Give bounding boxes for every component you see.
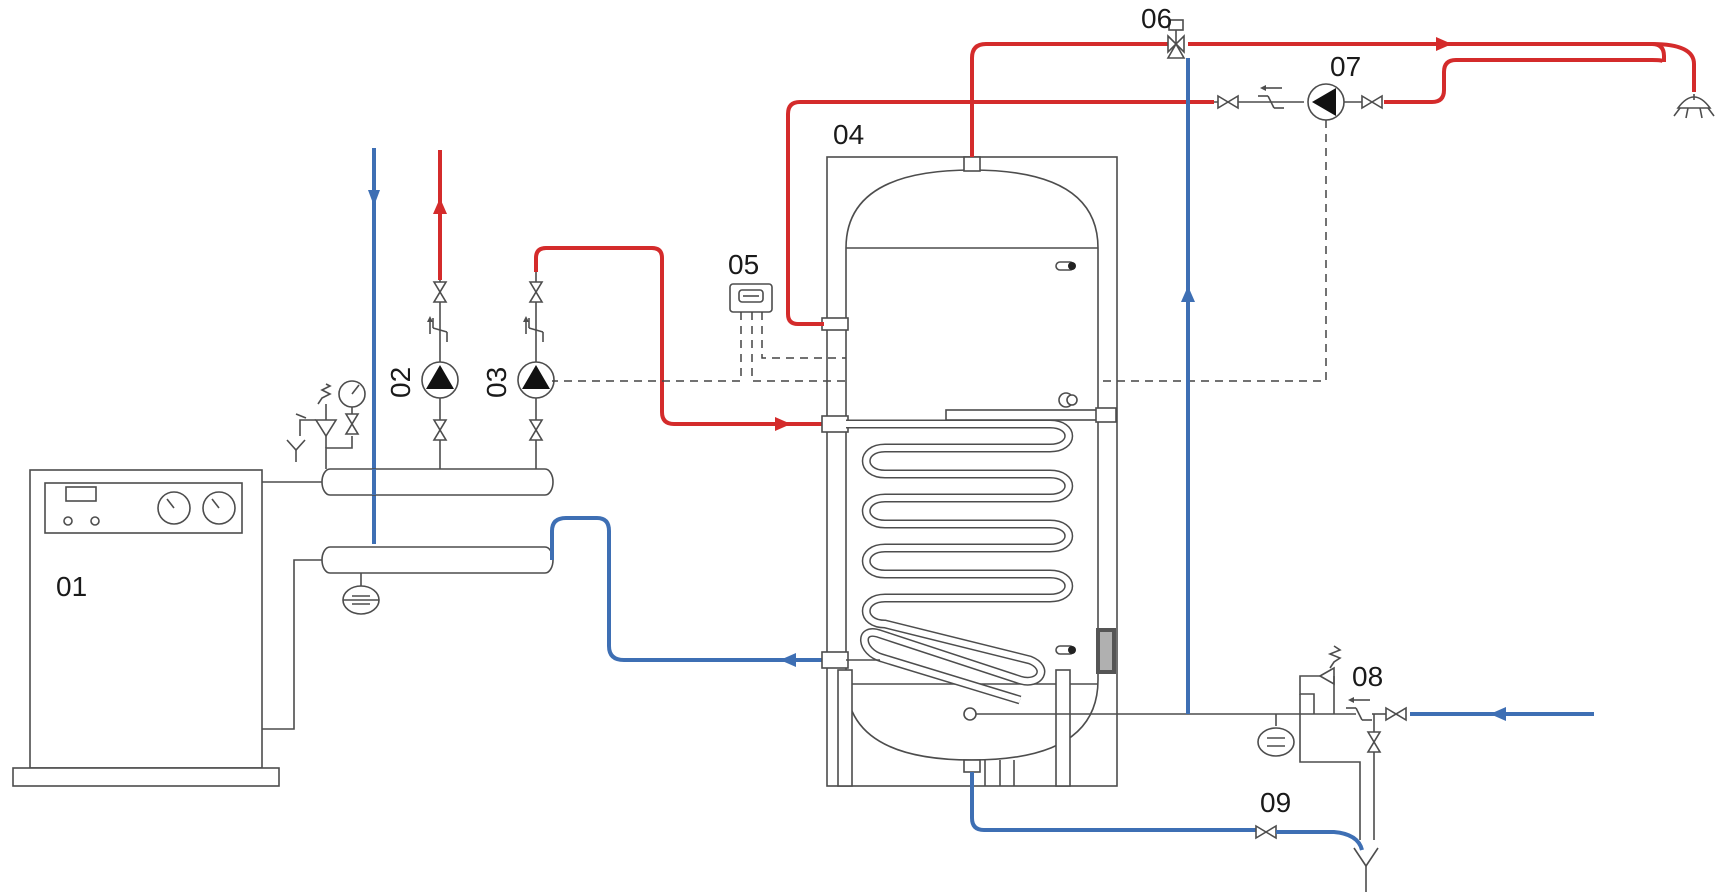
drain-pipe <box>970 772 1256 832</box>
expansion-vessel-icon <box>1257 714 1295 757</box>
ball-valve-icon <box>1255 825 1277 839</box>
shower-head-icon <box>1673 94 1715 119</box>
label-03: 03 <box>481 367 512 398</box>
pump-icon <box>517 361 555 399</box>
check-valve-icon <box>1258 85 1284 109</box>
label-02: 02 <box>385 367 416 398</box>
heating-element-icon <box>1096 628 1116 674</box>
label-01: 01 <box>56 571 87 602</box>
return-header <box>321 546 554 574</box>
pump-icon <box>1307 83 1345 121</box>
coil-flow-pipe <box>534 246 824 426</box>
label-04: 04 <box>833 119 864 150</box>
sensor-icon <box>1055 261 1078 655</box>
heating-coil-icon <box>846 419 1074 705</box>
storage-tank-icon <box>821 156 1190 787</box>
ball-valve-icon <box>433 419 447 441</box>
label-05: 05 <box>728 249 759 280</box>
ball-valve-icon <box>433 281 447 303</box>
drain-funnel-icon <box>1353 847 1379 892</box>
ball-valve-icon <box>1361 95 1383 109</box>
expansion-vessel-icon <box>342 573 380 615</box>
label-07: 07 <box>1330 51 1361 82</box>
ball-valve-icon <box>529 281 543 303</box>
safety-valve-icon <box>286 383 353 469</box>
three-way-valve-icon <box>1166 19 1186 59</box>
pressure-gauge-icon <box>338 380 366 435</box>
flow-header <box>321 468 554 496</box>
dhw-outlet-pipe <box>970 42 1178 157</box>
check-valve-icon <box>1346 697 1372 721</box>
boiler-icon <box>12 469 322 787</box>
ball-valve-icon <box>1367 731 1381 753</box>
recirculation-pipe <box>786 100 1214 326</box>
label-08: 08 <box>1352 661 1383 692</box>
coil-return-pipe <box>550 516 824 662</box>
thermostat-icon <box>729 283 773 313</box>
safety-valve-icon <box>1299 645 1361 840</box>
label-09: 09 <box>1260 787 1291 818</box>
ball-valve-icon <box>1385 707 1407 721</box>
ball-valve-icon <box>529 419 543 441</box>
pump-icon <box>421 361 459 399</box>
label-06: 06 <box>1141 3 1172 34</box>
ball-valve-icon <box>1217 95 1239 109</box>
